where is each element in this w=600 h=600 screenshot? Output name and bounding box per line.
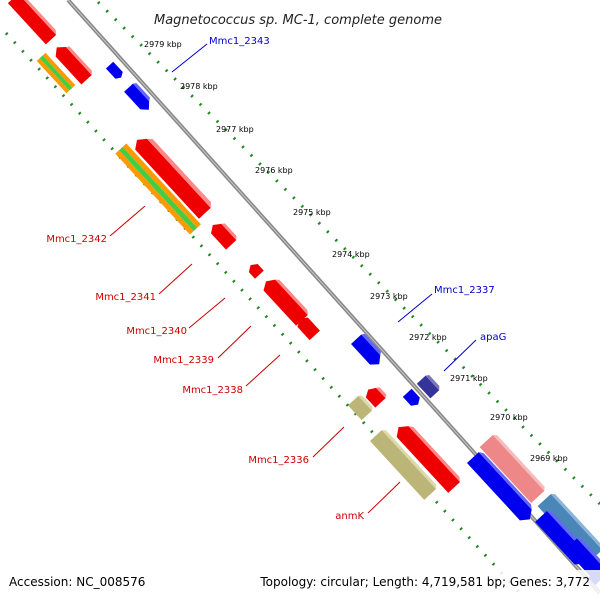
tick-label: 2974 kbp — [332, 250, 370, 259]
gene-label-apag[interactable]: apaG — [480, 332, 506, 343]
gene-feature[interactable] — [7, 0, 58, 45]
gene-feature[interactable] — [348, 394, 374, 421]
rna-feature[interactable] — [36, 52, 76, 94]
tick-label: 2971 kbp — [450, 374, 488, 383]
gene-feature[interactable] — [105, 61, 125, 81]
tick-label: 2970 kbp — [490, 413, 528, 422]
gene-label-mmc1-2341[interactable]: Mmc1_2341 — [95, 292, 156, 303]
gene-label-mmc1-2338[interactable]: Mmc1_2338 — [182, 385, 243, 396]
gene-feature[interactable] — [363, 383, 388, 408]
gene-feature[interactable] — [208, 218, 239, 250]
tick-label: 2975 kbp — [293, 208, 331, 217]
footer-bg — [0, 570, 600, 600]
tick-label: 2979 kbp — [144, 40, 182, 49]
tick-label: 2969 kbp — [530, 454, 568, 463]
gene-feature[interactable] — [131, 132, 214, 219]
gene-feature[interactable] — [260, 274, 310, 326]
gene-feature[interactable] — [416, 374, 442, 399]
tick-labels: 2979 kbp 2978 kbp 2977 kbp 2976 kbp 2975… — [144, 40, 568, 463]
tick-label: 2972 kbp — [409, 333, 447, 342]
gene-label-mmc1-2337[interactable]: Mmc1_2337 — [434, 285, 495, 296]
gene-label-mmc1-2339[interactable]: Mmc1_2339 — [153, 355, 214, 366]
gene-feature[interactable] — [295, 314, 320, 341]
gene-feature[interactable] — [369, 428, 438, 500]
gene-label-anmk[interactable]: anmK — [335, 511, 364, 522]
gene-label-mmc1-2342[interactable]: Mmc1_2342 — [46, 234, 107, 245]
accession-text: Accession: NC_008576 — [9, 575, 145, 589]
tick-label: 2978 kbp — [180, 82, 218, 91]
tick-label: 2976 kbp — [255, 166, 293, 175]
map-title: Magnetococcus sp. MC-1, complete genome — [154, 13, 442, 28]
rna-feature[interactable] — [115, 143, 201, 235]
tick-label: 2973 kbp — [370, 292, 408, 301]
gene-feature[interactable] — [52, 41, 94, 85]
gene-feature[interactable] — [402, 388, 423, 409]
gene-label-mmc1-2340[interactable]: Mmc1_2340 — [126, 326, 187, 337]
gene-feature[interactable] — [466, 450, 538, 525]
gene-label-mmc1-2336[interactable]: Mmc1_2336 — [248, 455, 309, 466]
gene-feature[interactable] — [124, 82, 155, 114]
gene-feature[interactable] — [351, 332, 387, 369]
gene-feature[interactable] — [479, 433, 547, 504]
gene-features — [7, 0, 600, 586]
tick-label: 2977 kbp — [216, 125, 254, 134]
gene-feature[interactable] — [393, 420, 463, 493]
gene-feature[interactable] — [246, 261, 264, 279]
guide-line-inner — [4, 31, 522, 595]
gene-label-mmc1-2343[interactable]: Mmc1_2343 — [209, 36, 270, 47]
topology-text: Topology: circular; Length: 4,719,581 bp… — [259, 575, 590, 589]
gene-labels: Mmc1_2343 Mmc1_2337 apaG Mmc1_2342 Mmc1_… — [46, 36, 506, 522]
label-leaders — [109, 43, 477, 514]
